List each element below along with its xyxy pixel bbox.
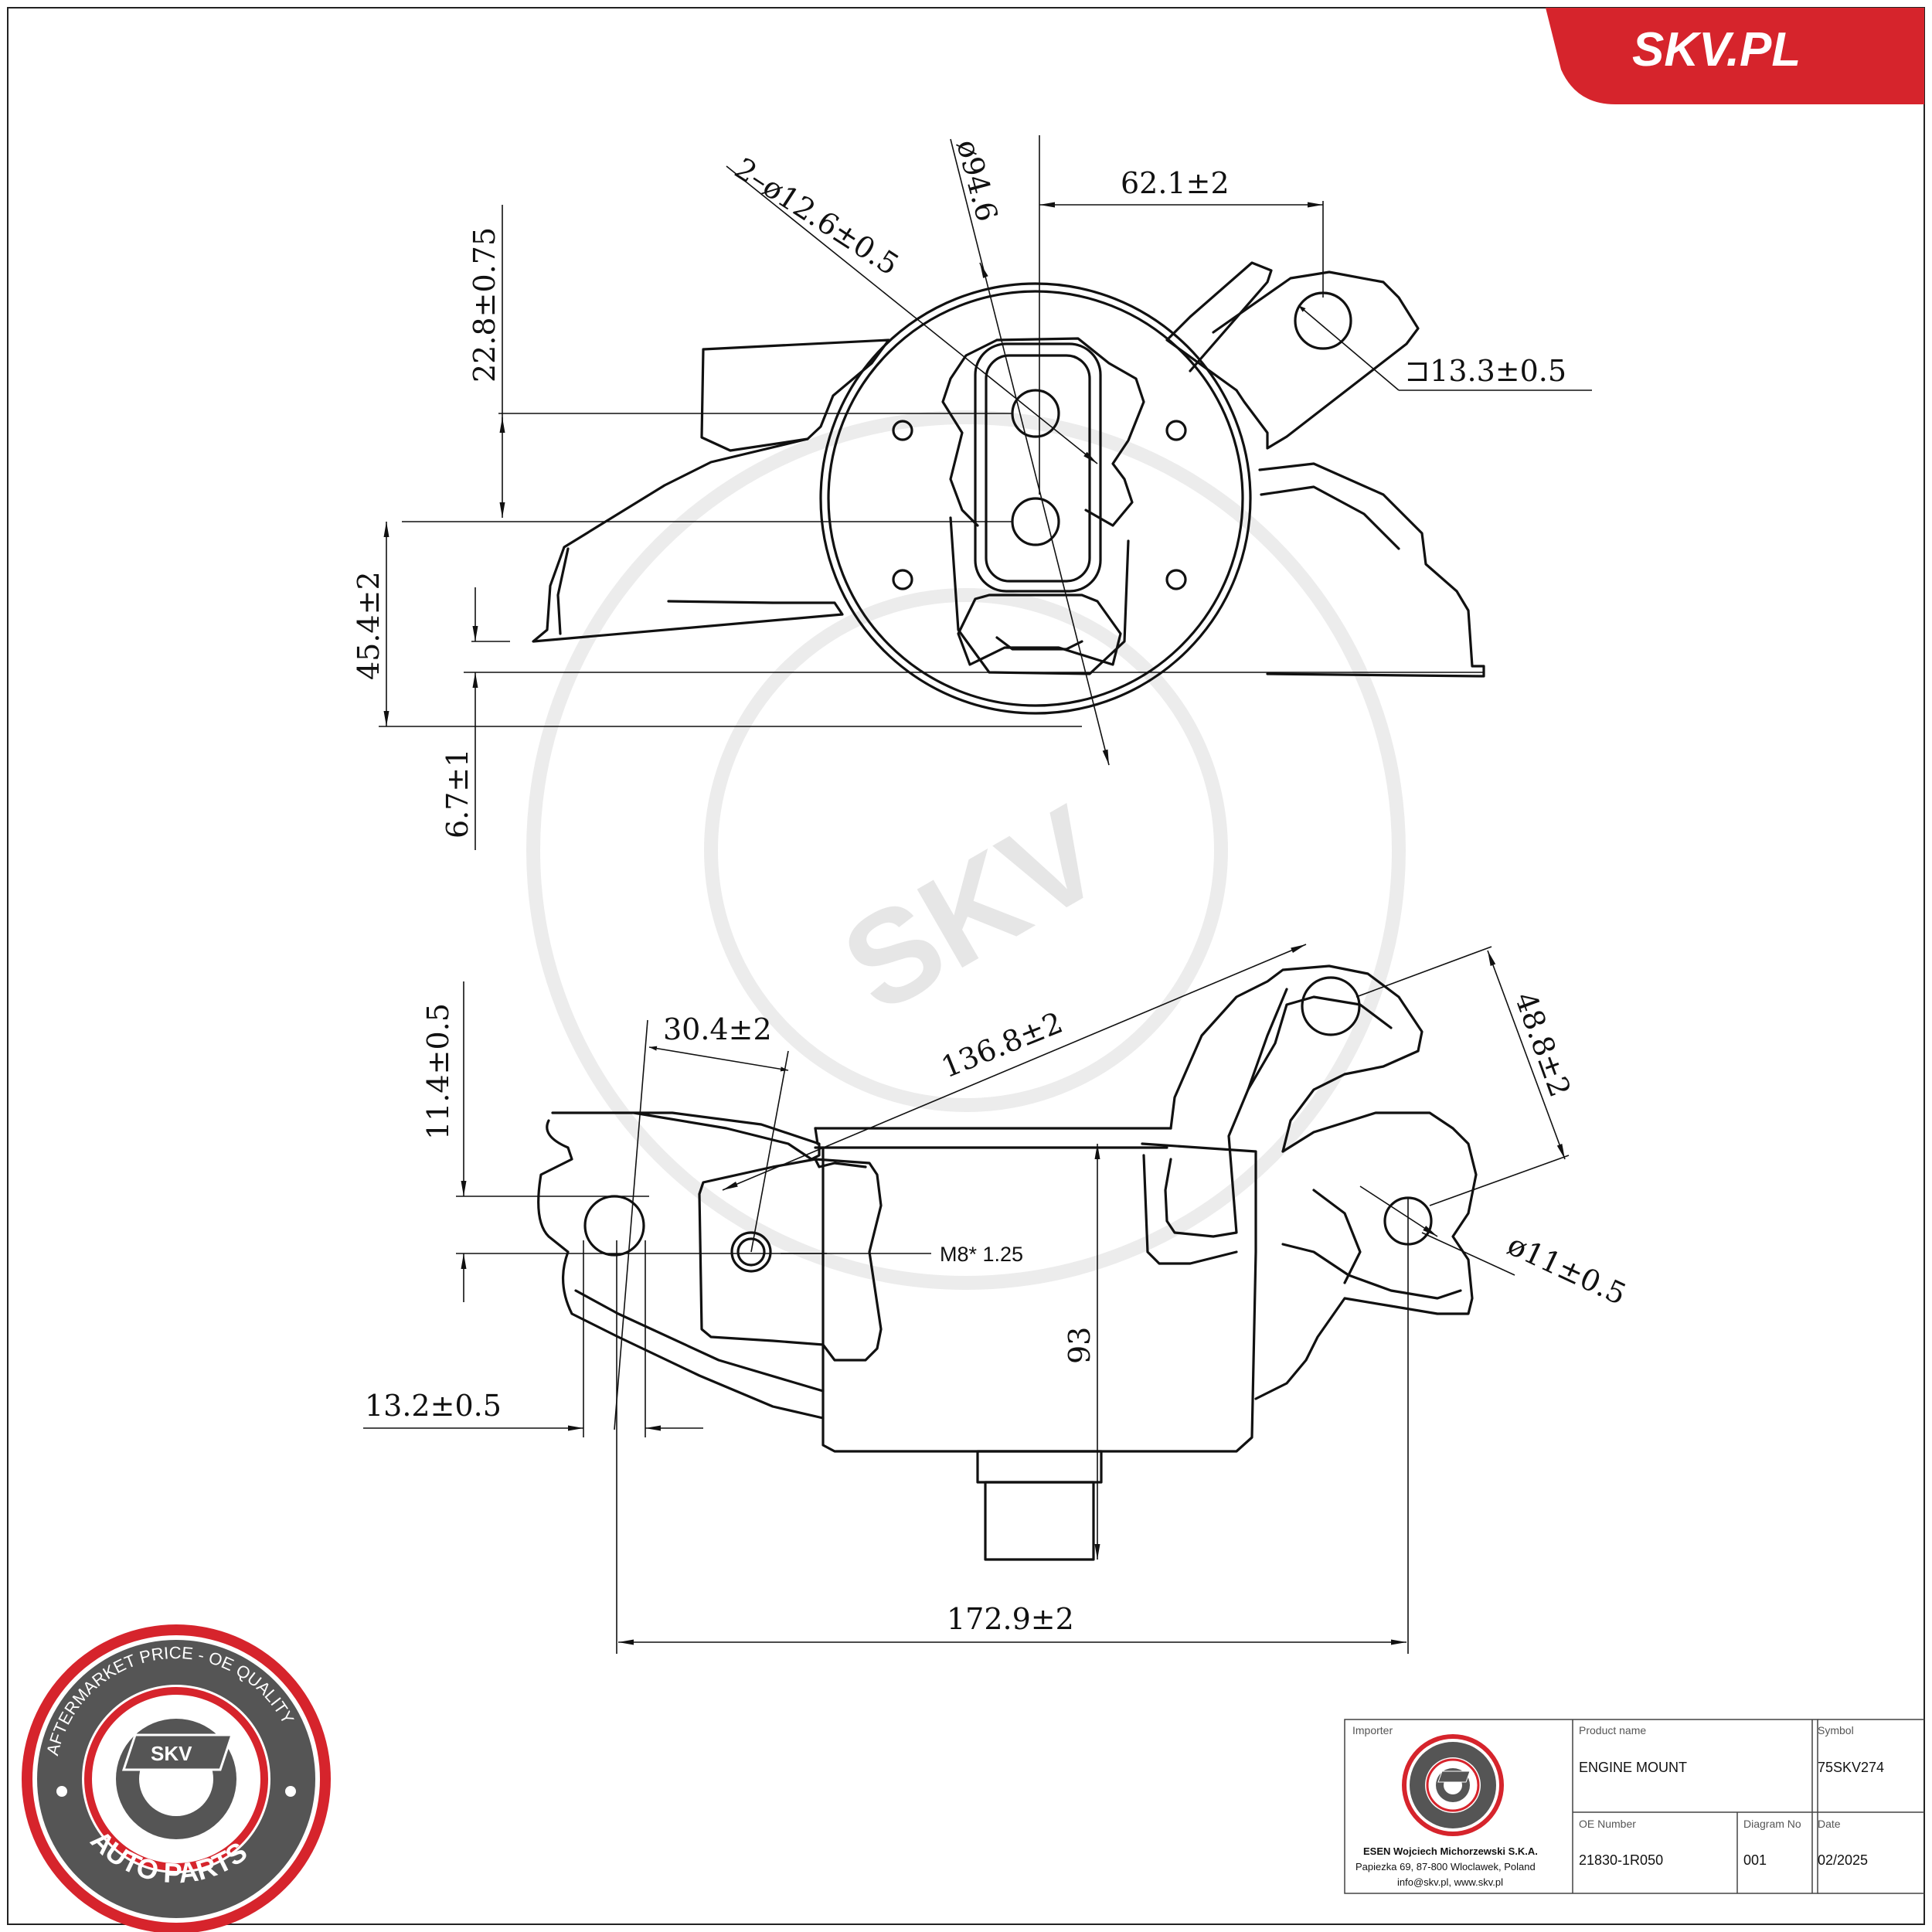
dim-arm-offset: 30.4±2 — [663, 1012, 772, 1046]
tb-product-label: Product name — [1579, 1724, 1646, 1736]
tb-product-name: ENGINE MOUNT — [1579, 1760, 1687, 1775]
stamp-center-text: SKV — [151, 1742, 192, 1765]
dim-hole-width: 13.2±0.5 — [365, 1389, 502, 1423]
dim-body-dia: ø94.6 — [950, 136, 1004, 225]
tb-oe-number: 21830-1R050 — [1579, 1852, 1663, 1868]
tb-address: Papiezka 69, 87-800 Wloclawek, Poland — [1355, 1861, 1536, 1872]
watermark-text: SKV — [820, 778, 1128, 1040]
brand-logo-text: SKV.PL — [1632, 23, 1801, 77]
side-view: 30.4±2 11.4±0.5 136.8±2 48.8±2 M8* 1.25 … — [363, 944, 1631, 1654]
dim-bracket-offset: 62.1±2 — [1121, 166, 1230, 200]
dim-height: 93 — [1063, 1327, 1097, 1364]
dim-thread: M8* 1.25 — [940, 1243, 1023, 1266]
dim-base-thickness: 6.7±1 — [440, 749, 474, 838]
page-frame — [7, 7, 1925, 1925]
tb-diagram-no: 001 — [1743, 1852, 1767, 1868]
tb-small-logo — [1402, 1734, 1504, 1836]
dim-hole-spacing: 22.8±0.75 — [468, 227, 502, 383]
dim-overall-length: 172.9±2 — [947, 1602, 1074, 1636]
tb-oe-label: OE Number — [1579, 1818, 1636, 1830]
title-block: Importer Product name Symbol ENGINE MOUN… — [1344, 1719, 1924, 1894]
dim-hole-offset-v: 11.4±0.5 — [421, 1003, 455, 1140]
tb-diagram-label: Diagram No — [1743, 1818, 1801, 1830]
tb-contact: info@skv.pl, www.skv.pl — [1397, 1876, 1503, 1888]
brand-banner: SKV.PL — [1546, 8, 1924, 104]
watermark: SKV — [526, 410, 1406, 1290]
tb-symbol-label: Symbol — [1818, 1724, 1854, 1736]
tb-company: ESEN Wojciech Michorzewski S.K.A. — [1363, 1845, 1538, 1857]
dim-bracket-height: 48.8±2 — [1509, 988, 1577, 1101]
dim-hole-dia: ø11±0.5 — [1502, 1227, 1631, 1311]
tb-symbol: 75SKV274 — [1818, 1760, 1884, 1775]
dim-hole-pair: 2–ø12.6±0.5 — [729, 151, 905, 282]
dim-height-total: 45.4±2 — [352, 571, 386, 680]
tb-date: 02/2025 — [1818, 1852, 1868, 1868]
skv-stamp: AFTERMARKET PRICE - OE QUALITY AUTO PART… — [22, 1624, 331, 1932]
tb-date-label: Date — [1818, 1818, 1841, 1830]
top-view: 62.1±2 2–ø12.6±0.5 ø94.6 ⊐13.3±0.5 22.8±… — [352, 135, 1592, 850]
tb-importer-label: Importer — [1352, 1724, 1393, 1736]
dim-square-hole: ⊐13.3±0.5 — [1405, 354, 1566, 388]
